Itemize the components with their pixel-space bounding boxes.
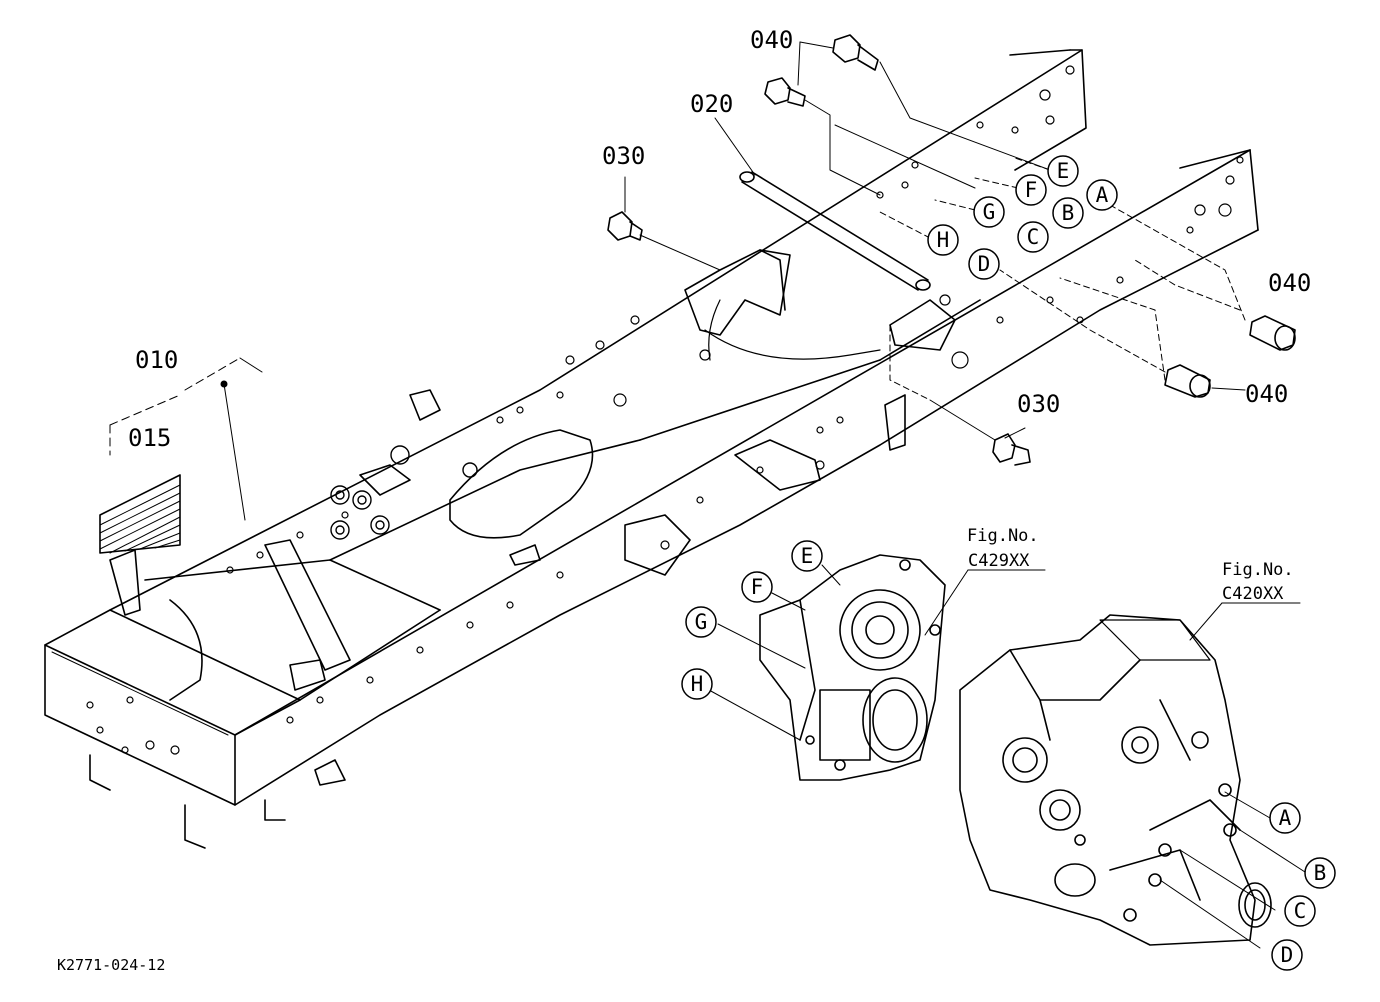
housing-c420xx: [959, 614, 1272, 946]
svg-text:G: G: [695, 610, 708, 634]
bolt-030-top: [607, 211, 643, 241]
label-040-top: 040: [750, 26, 793, 54]
part-labels: 010 015 020 030 030 040 040 040: [128, 26, 1311, 452]
figure-references: Fig.No. C429XX Fig.No. C420XX: [967, 526, 1294, 604]
label-015: 015: [128, 424, 171, 452]
fig-ref-2-code: C420XX: [1222, 584, 1284, 604]
shaft-020: [739, 171, 931, 291]
fig-ref-1-code: C429XX: [968, 551, 1030, 571]
callout-h-frame: H: [927, 224, 959, 256]
svg-text:A: A: [1279, 806, 1292, 830]
bolt-040-right-lower: [1164, 364, 1211, 398]
callout-d-frame: D: [968, 248, 1000, 280]
drawing-id: K2771-024-12: [57, 956, 165, 974]
frame-assembly: [44, 49, 1259, 849]
callout-markers: E F G H A B C D: [681, 155, 1336, 971]
svg-text:G: G: [983, 200, 996, 224]
callout-d-housing: D: [1271, 939, 1303, 971]
frame-holes: [86, 65, 1244, 755]
svg-text:E: E: [801, 544, 814, 568]
callout-g-housing: G: [685, 606, 717, 638]
bolt-040-right-upper: [1249, 315, 1296, 351]
callout-b-frame: B: [1052, 197, 1084, 229]
callout-e-frame: E: [1047, 155, 1079, 187]
svg-text:H: H: [691, 672, 704, 696]
bolt-040-top: [832, 34, 879, 71]
leader-lines: [109, 41, 1306, 949]
leader-dot: [220, 380, 228, 388]
bolt-040-mid: [764, 77, 806, 107]
svg-text:F: F: [751, 575, 764, 599]
svg-text:C: C: [1294, 899, 1307, 923]
callout-f-frame: F: [1015, 174, 1047, 206]
callout-c-frame: C: [1017, 221, 1049, 253]
svg-text:H: H: [937, 228, 950, 252]
label-030-top: 030: [602, 142, 645, 170]
fig-ref-2-title: Fig.No.: [1222, 560, 1294, 580]
svg-text:E: E: [1057, 159, 1070, 183]
svg-text:B: B: [1314, 861, 1327, 885]
frame-nuts: [330, 445, 478, 540]
label-030-bottom: 030: [1017, 390, 1060, 418]
callout-c-housing: C: [1284, 895, 1316, 927]
callout-a-frame: A: [1086, 179, 1118, 211]
callout-g-frame: G: [973, 196, 1005, 228]
callout-a-housing: A: [1269, 802, 1301, 834]
bolt-030-bottom: [992, 433, 1031, 466]
svg-text:D: D: [1281, 943, 1294, 967]
label-040-right-upper: 040: [1268, 269, 1311, 297]
label-040-right-lower: 040: [1245, 380, 1288, 408]
svg-text:C: C: [1027, 225, 1040, 249]
callout-e-housing: E: [791, 540, 823, 572]
svg-text:D: D: [978, 252, 991, 276]
housing-c429xx: [759, 554, 946, 781]
fig-ref-1-title: Fig.No.: [967, 526, 1039, 546]
callout-h-housing: H: [681, 668, 713, 700]
svg-text:A: A: [1096, 183, 1109, 207]
callout-b-housing: B: [1304, 857, 1336, 889]
label-010: 010: [135, 346, 178, 374]
svg-text:B: B: [1062, 201, 1075, 225]
callout-f-housing: F: [741, 571, 773, 603]
svg-text:F: F: [1025, 178, 1038, 202]
label-020: 020: [690, 90, 733, 118]
